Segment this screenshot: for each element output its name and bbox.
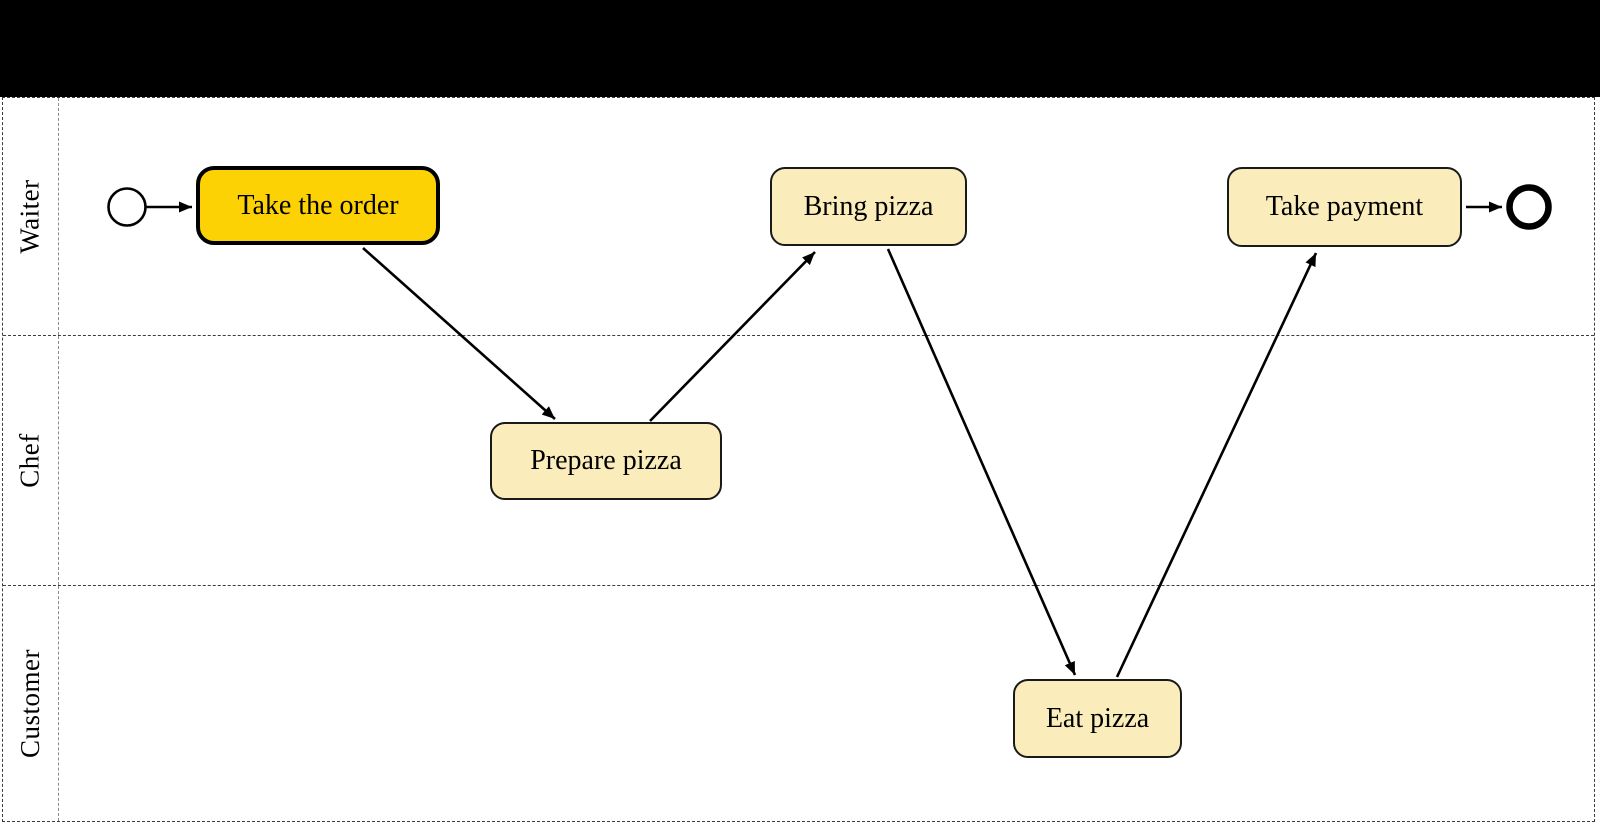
task-eat-pizza[interactable]: Eat pizza xyxy=(1013,679,1182,758)
task-bring-pizza[interactable]: Bring pizza xyxy=(770,167,967,246)
task-prepare-pizza[interactable]: Prepare pizza xyxy=(490,422,722,500)
lane-customer-label-cell: Customer xyxy=(3,586,59,821)
lane-waiter-label-cell: Waiter xyxy=(3,98,59,335)
lane-customer-body xyxy=(59,586,1594,821)
lane-chef-label-cell: Chef xyxy=(3,336,59,585)
lane-customer-label: Customer xyxy=(15,649,45,758)
end-event[interactable] xyxy=(1506,184,1552,230)
lane-chef-label: Chef xyxy=(14,433,45,488)
lane-chef: Chef xyxy=(3,336,1594,586)
task-take-payment[interactable]: Take payment xyxy=(1227,167,1462,247)
letterbox-bar xyxy=(0,0,1600,97)
lane-waiter-label: Waiter xyxy=(15,179,46,254)
start-event[interactable] xyxy=(107,187,147,227)
task-take-the-order[interactable]: Take the order xyxy=(196,166,440,245)
lane-customer: Customer xyxy=(3,586,1594,821)
lane-chef-body xyxy=(59,336,1594,585)
